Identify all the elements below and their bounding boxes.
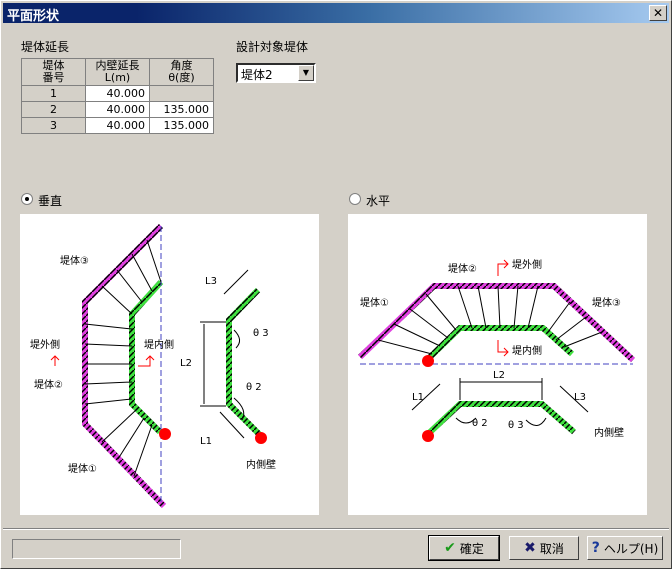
row-number: 3	[21, 117, 86, 134]
vertical-label-inner-wall: 内側壁	[246, 458, 276, 471]
horizontal-label-l2: L2	[493, 370, 505, 381]
horizontal-label-body3: 堤体③	[592, 297, 621, 309]
angle-cell[interactable]: 135.000	[149, 101, 214, 118]
vertical-label-t2: θ 2	[246, 382, 262, 393]
target-label: 設計対象堤体	[236, 40, 309, 54]
ok-button[interactable]: ✔ 確定	[428, 535, 500, 561]
horizontal-label-inner: 堤内側	[512, 344, 542, 357]
length-table[interactable]: 堤体 番号 内壁延長 L(m) 角度 θ(度) 1 40.000 2 40.00…	[21, 58, 214, 134]
help-button-label: ヘルプ(H)	[603, 541, 659, 556]
table-row[interactable]: 3 40.000 135.000	[21, 117, 214, 134]
target-select[interactable]: 堤体2 ▼	[236, 63, 316, 83]
length-cell[interactable]: 40.000	[85, 101, 150, 118]
title-bar: 平面形状 ✕	[3, 3, 669, 24]
horizontal-label-body2: 堤体②	[448, 263, 477, 275]
outer-wall	[357, 283, 636, 363]
horizontal-label-body1: 堤体①	[360, 297, 389, 309]
radio-horizontal-label: 水平	[366, 194, 391, 208]
checkmark-icon: ✔	[444, 540, 456, 556]
row-number: 1	[21, 85, 86, 102]
arrow-right-icon	[497, 259, 509, 276]
horizontal-diagram-svg: 堤体② 堤外側 堤体① 堤体③ 堤内側 L2 L1 L3 θ 2 θ 3 内側壁	[357, 258, 636, 442]
vertical-label-l3: L3	[205, 276, 217, 287]
footer-separator	[3, 528, 669, 530]
header-length: 内壁延長 L(m)	[85, 58, 150, 86]
outer-wall	[82, 223, 167, 509]
help-button[interactable]: ? ヘルプ(H)	[587, 536, 663, 560]
table-row[interactable]: 1 40.000	[21, 85, 214, 102]
length-cell[interactable]: 40.000	[85, 117, 150, 134]
horizontal-diagram: 堤体② 堤外側 堤体① 堤体③ 堤内側 L2 L1 L3 θ 2 θ 3 内側壁	[348, 214, 647, 515]
arrow-up-icon	[138, 355, 155, 367]
header-angle: 角度 θ(度)	[149, 58, 214, 86]
vertical-label-l2: L2	[180, 358, 192, 369]
inner-wall	[129, 279, 164, 435]
anchor-point	[422, 355, 434, 367]
vertical-label-body3: 堤体③	[60, 255, 89, 267]
cross-icon: ✖	[524, 540, 536, 556]
cancel-button[interactable]: ✖ 取消	[509, 536, 579, 560]
horizontal-label-t2: θ 2	[472, 418, 488, 429]
anchor-point-detail	[255, 432, 267, 444]
horizontal-label-outer: 堤外側	[512, 258, 542, 271]
vertical-label-body2: 堤体②	[34, 379, 63, 391]
row-number: 2	[21, 101, 86, 118]
header-no: 堤体 番号	[21, 58, 86, 86]
cancel-button-label: 取消	[539, 541, 564, 556]
arrow-right-icon	[497, 340, 509, 357]
radio-horizontal[interactable]	[349, 193, 361, 205]
vertical-label-outer: 堤外側	[30, 338, 60, 351]
inner-wall	[425, 325, 575, 362]
help-icon: ?	[591, 540, 600, 556]
horizontal-label-l1: L1	[412, 392, 424, 403]
vertical-diagram: 堤体③ 堤外側 堤内側 堤体② 堤体① L3 θ 3 L2 θ 2 L1 内側壁	[20, 214, 319, 515]
vertical-label-t3: θ 3	[253, 328, 269, 339]
close-icon: ✕	[652, 6, 664, 20]
vertical-label-inner: 堤内側	[144, 338, 174, 351]
chevron-down-icon[interactable]: ▼	[298, 65, 314, 81]
horizontal-label-t3: θ 3	[508, 420, 524, 431]
angle-cell[interactable]: 135.000	[149, 117, 214, 134]
radio-vertical[interactable]	[21, 193, 33, 205]
inner-wall-detail	[425, 401, 576, 437]
window-title: 平面形状	[7, 9, 60, 24]
arrow-up-icon	[50, 355, 60, 366]
length-cell[interactable]: 40.000	[85, 85, 150, 102]
horizontal-label-l3: L3	[574, 392, 586, 403]
target-selected-value: 堤体2	[241, 68, 273, 82]
table-row[interactable]: 2 40.000 135.000	[21, 101, 214, 118]
status-field	[12, 539, 181, 559]
close-button[interactable]: ✕	[649, 5, 667, 21]
inner-wall-detail	[226, 287, 264, 439]
anchor-point	[159, 428, 171, 440]
vertical-label-l1: L1	[200, 436, 212, 447]
vertical-label-body1: 堤体①	[68, 463, 97, 475]
radio-vertical-label: 垂直	[38, 194, 63, 208]
anchor-point-detail	[422, 430, 434, 442]
length-section-label: 堤体延長	[21, 40, 70, 54]
horizontal-label-inner-wall: 内側壁	[594, 426, 624, 439]
ok-button-label: 確定	[459, 541, 484, 556]
angle-cell	[149, 85, 214, 102]
vertical-diagram-svg: 堤体③ 堤外側 堤内側 堤体② 堤体① L3 θ 3 L2 θ 2 L1 内側壁	[30, 223, 276, 509]
